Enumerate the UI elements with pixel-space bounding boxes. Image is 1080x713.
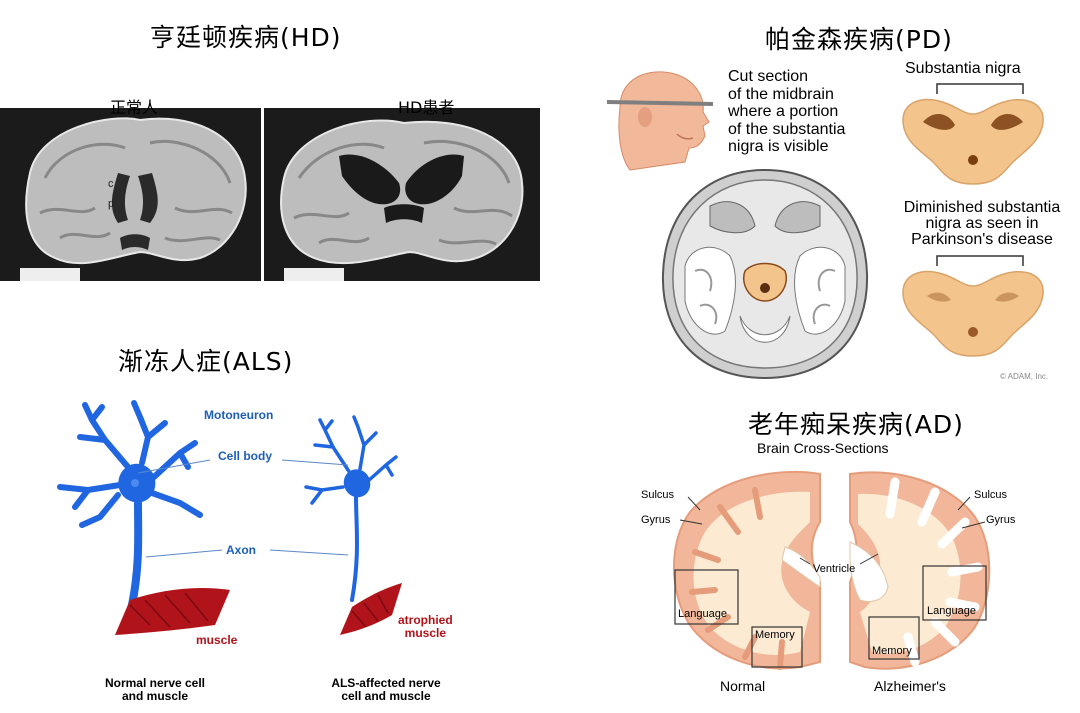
als-title: 渐冻人症(ALS) (118, 347, 294, 376)
als-caption-normal: Normal nerve cell and muscle (90, 677, 220, 703)
pd-cut-line-5: nigra is visible (728, 138, 829, 155)
pd-axial-brain-section (661, 168, 869, 380)
pd-substantia-nigra-label: Substantia nigra (905, 60, 1021, 77)
pd-diminished-nigra-illustration (902, 255, 1044, 357)
pd-diminished-line-1: Diminished substantia (903, 199, 1061, 216)
als-caption-affected-line-1: ALS-affected nerve (331, 676, 441, 690)
ad-gyrus-left-label: Gyrus (641, 514, 671, 526)
hd-title: 亨廷顿疾病(HD) (150, 23, 342, 52)
ad-language-left-label: Language (678, 608, 727, 620)
pd-cut-line-3: where a portion (728, 103, 839, 120)
als-atrophied-muscle-label: atrophied muscle (398, 614, 453, 640)
ad-brain-cross-sections (673, 470, 991, 670)
als-caption-affected-line-2: cell and muscle (341, 689, 431, 703)
ad-memory-right-label: Memory (872, 645, 912, 657)
pd-diminished-line-3: Parkinson's disease (911, 231, 1053, 248)
ad-ventricle-label: Ventricle (813, 563, 856, 575)
pd-diminished-text: Diminished substantia nigra as seen in P… (887, 200, 1077, 248)
pd-cut-line-2: of the midbrain (728, 85, 834, 103)
als-motoneuron-label: Motoneuron (204, 408, 274, 422)
als-axon-label: Axon (226, 543, 256, 557)
pd-cut-section-text: Cut section of the midbrain where a port… (728, 68, 845, 156)
als-muscle-label: muscle (196, 633, 238, 647)
hd-marker-p: p (108, 198, 115, 210)
hd-label-normal: 正常人 (110, 98, 159, 117)
als-caption-affected: ALS-affected nerve cell and muscle (312, 677, 460, 703)
pd-cut-line-1: Cut section (728, 68, 809, 85)
pd-title: 帕金森疾病(PD) (765, 25, 953, 54)
ad-heading: Brain Cross-Sections (757, 440, 889, 456)
hd-patient-brain-photo (264, 108, 540, 281)
ad-title: 老年痴呆疾病(AD) (748, 410, 964, 439)
ad-sulcus-left-label: Sulcus (641, 489, 675, 501)
pd-cut-line-4: of the substantia (728, 120, 846, 138)
head-illustration (606, 71, 714, 171)
ad-caption-normal: Normal (720, 678, 766, 694)
ad-sulcus-right-label: Sulcus (974, 489, 1008, 501)
ad-gyrus-right-label: Gyrus (986, 514, 1016, 526)
als-caption-normal-line-2: and muscle (121, 689, 189, 703)
hd-label-patient: HD患者 (398, 98, 455, 117)
ad-language-right-label: Language (927, 605, 976, 617)
pd-diminished-line-2: nigra as seen in (925, 215, 1039, 232)
als-caption-normal-line-1: Normal nerve cell (104, 676, 206, 690)
pd-normal-nigra-illustration (902, 83, 1044, 185)
hd-normal-brain-photo: c p (0, 108, 261, 281)
ad-memory-left-label: Memory (755, 629, 795, 641)
als-neuron-diagram (57, 400, 402, 635)
als-cell-body-label: Cell body (218, 449, 273, 463)
ad-caption-alzheimers: Alzheimer's (874, 678, 946, 694)
als-atrophied-line-2: muscle (404, 626, 447, 640)
als-atrophied-line-1: atrophied (398, 613, 453, 627)
hd-marker-c: c (108, 178, 114, 190)
pd-credit: © ADAM, Inc. (1000, 372, 1049, 381)
